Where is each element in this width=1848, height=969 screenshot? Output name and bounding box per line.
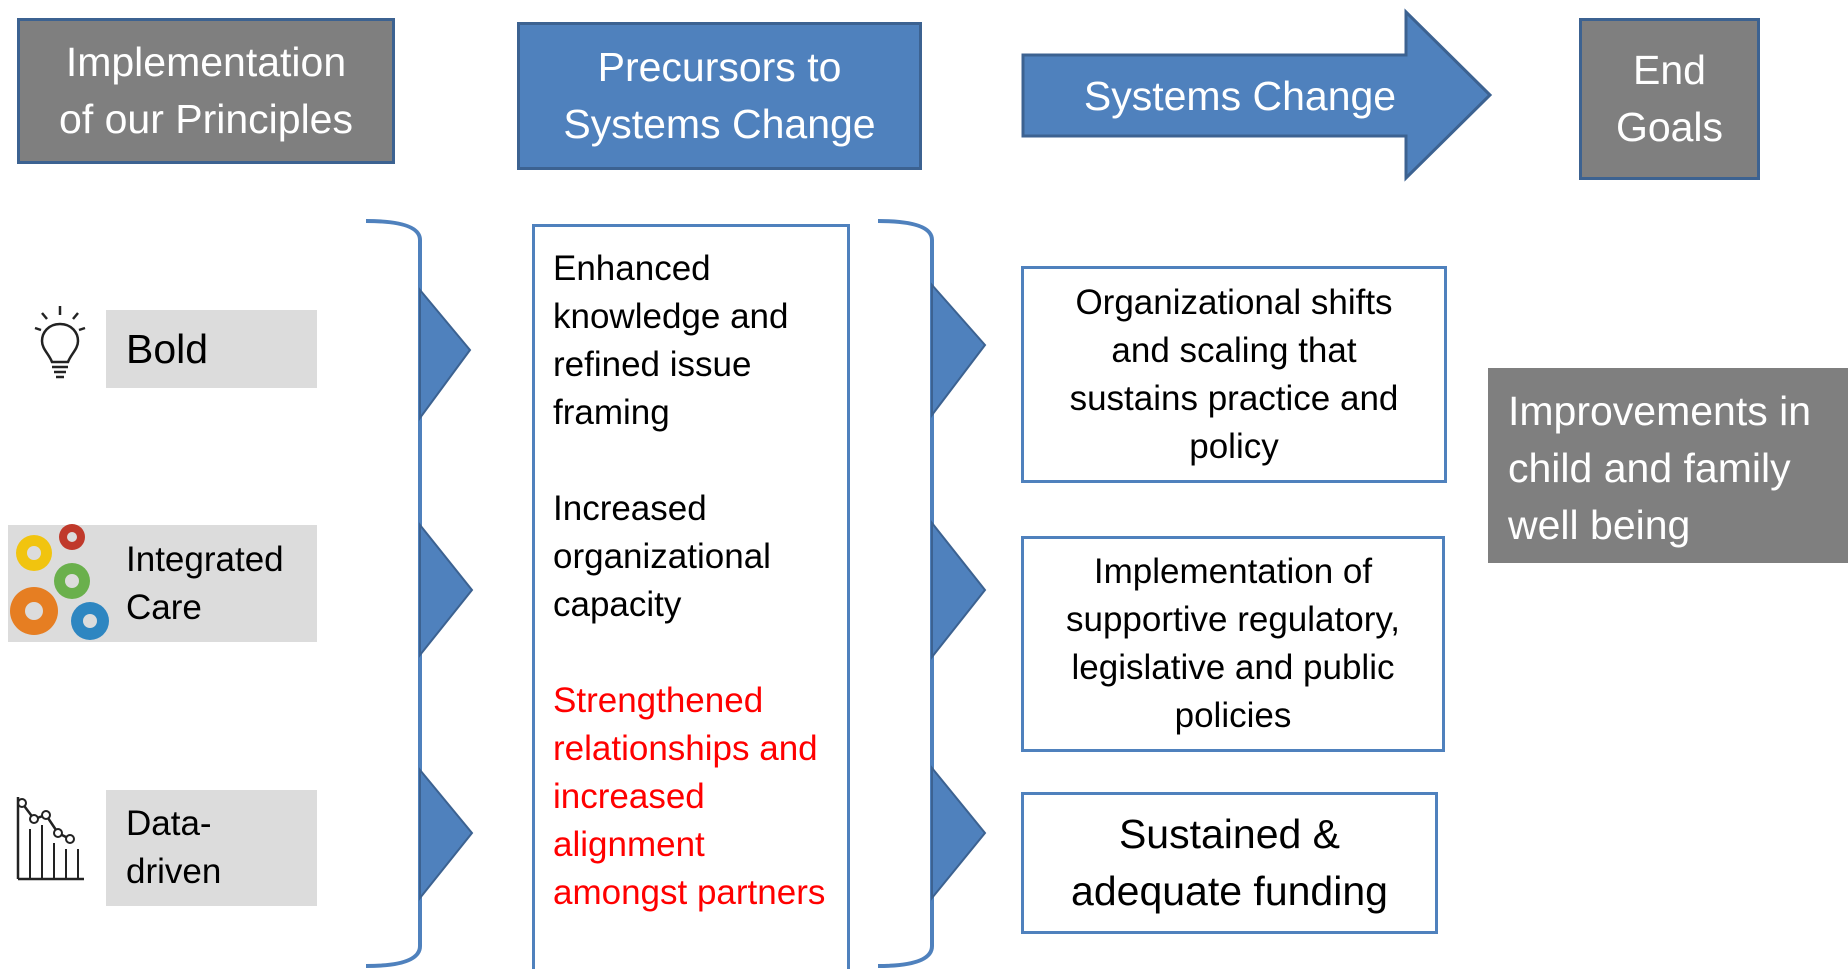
principle-label: Data- driven bbox=[126, 804, 222, 891]
chevron-icon bbox=[931, 520, 987, 660]
systems-change-arrow bbox=[1021, 8, 1493, 182]
lightbulb-icon bbox=[34, 302, 86, 380]
header-systems-change: Systems Change bbox=[1083, 72, 1397, 119]
outcome-organizational-shifts: Organizational shifts and scaling that s… bbox=[1021, 266, 1447, 483]
principle-data-driven: Data- driven bbox=[106, 790, 317, 906]
header-principles: Implementation of our Principles bbox=[17, 18, 395, 164]
outcome-text: Sustained & adequate funding bbox=[1071, 811, 1388, 914]
principle-integrated-care: Integrated Care bbox=[8, 525, 317, 642]
precursor-relationships: Strengthened relationships and increased… bbox=[553, 681, 826, 912]
right-bracket bbox=[877, 219, 934, 968]
left-bracket bbox=[365, 219, 422, 968]
chevron-icon bbox=[419, 287, 472, 422]
chevron-icon bbox=[931, 765, 987, 901]
line-chart-icon bbox=[14, 795, 86, 881]
header-end-goals: End Goals bbox=[1579, 18, 1760, 180]
chevron-icon bbox=[931, 282, 987, 418]
outcome-funding: Sustained & adequate funding bbox=[1021, 792, 1438, 934]
outcome-text: Implementation of supportive regulatory,… bbox=[1066, 552, 1400, 735]
precursors-box: Enhanced knowledge and refined issue fra… bbox=[532, 224, 850, 969]
precursor-capacity: Increased organizational capacity bbox=[553, 489, 771, 624]
principle-label: Bold bbox=[126, 325, 209, 372]
chevron-icon bbox=[419, 522, 474, 658]
outcome-text: Organizational shifts and scaling that s… bbox=[1069, 282, 1399, 466]
outcome-policies: Implementation of supportive regulatory,… bbox=[1021, 536, 1445, 752]
end-goal-text: Improvements in child and family well be… bbox=[1508, 388, 1812, 548]
header-precursors: Precursors to Systems Change bbox=[517, 22, 922, 170]
end-goal-box: Improvements in child and family well be… bbox=[1488, 368, 1848, 563]
principle-bold: Bold bbox=[106, 310, 317, 388]
precursor-knowledge: Enhanced knowledge and refined issue fra… bbox=[553, 249, 789, 432]
principle-label: Integrated Care bbox=[126, 539, 284, 627]
chevron-icon bbox=[419, 767, 474, 901]
gears-icon bbox=[8, 523, 120, 643]
